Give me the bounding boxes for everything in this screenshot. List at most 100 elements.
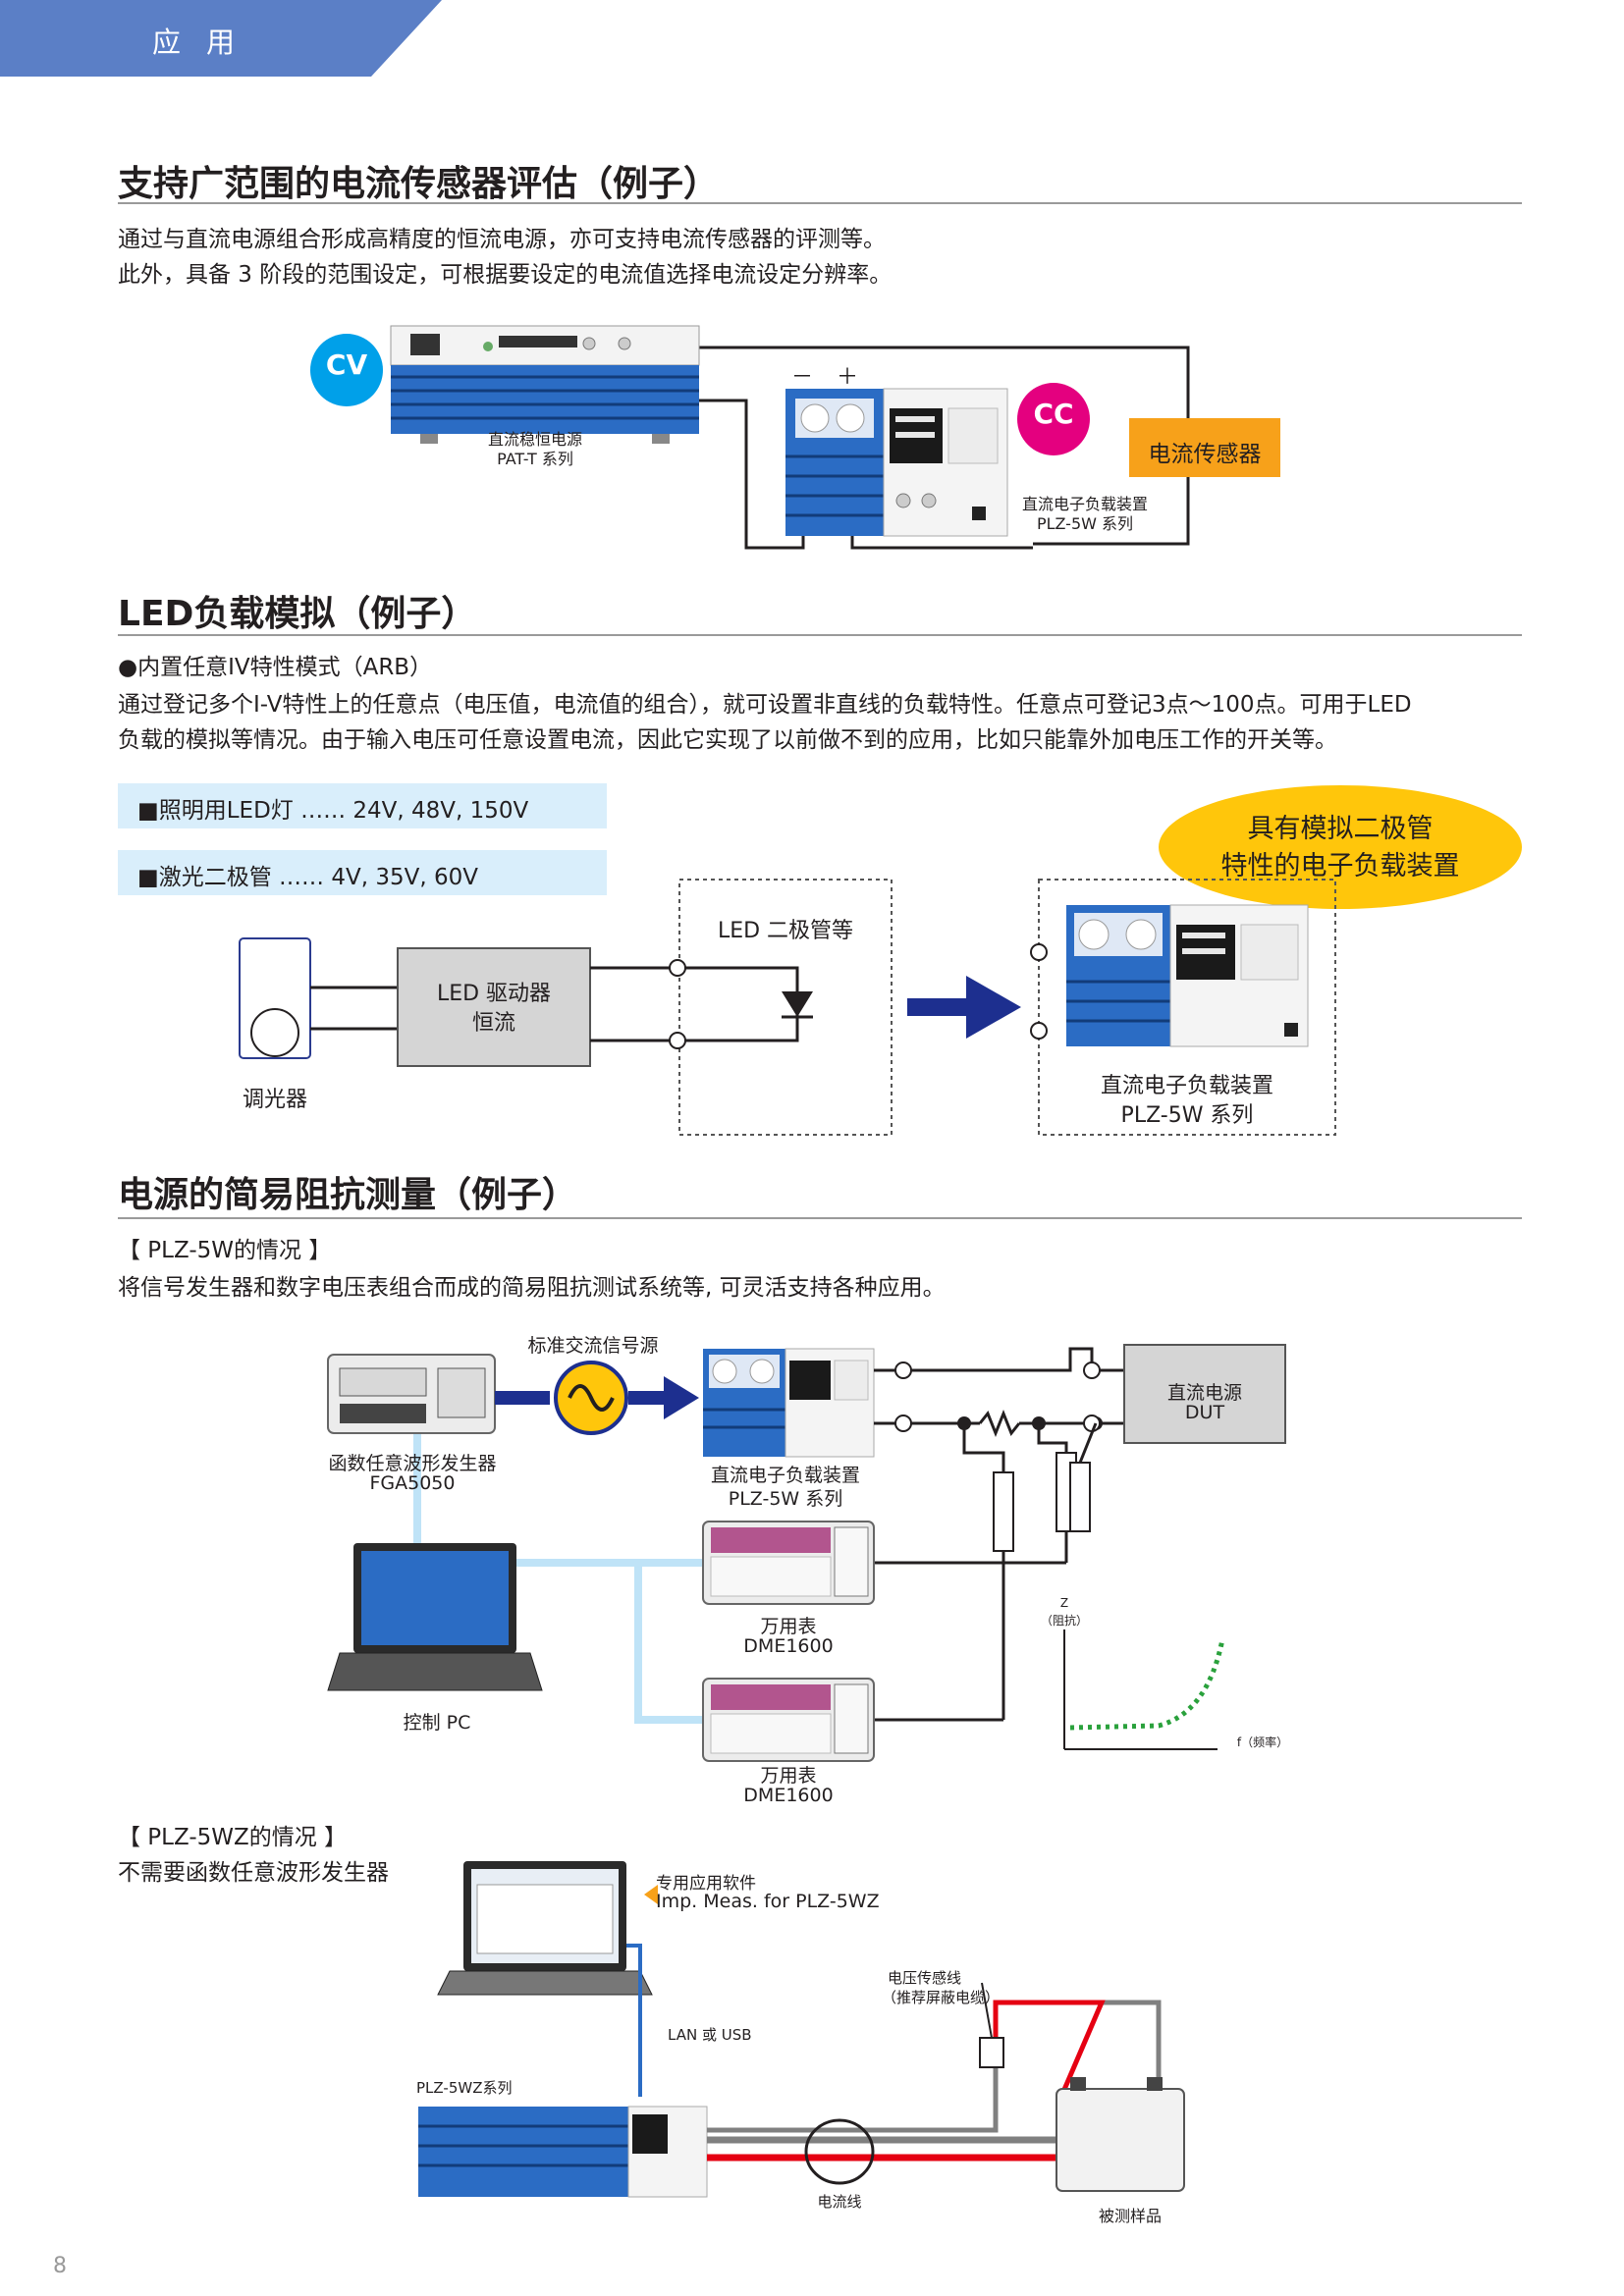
section2-rule [118, 634, 1522, 636]
plz-5w-name-3: 直流电子负载装置 [710, 1465, 860, 1486]
software-name: Imp. Meas. for PLZ-5WZ [656, 1891, 880, 1912]
page-number: 8 [53, 2254, 67, 2278]
plz-5w-image-3 [703, 1348, 875, 1458]
laser-diode-tag-text: ■激光二极管 …… 4V, 35V, 60V [137, 865, 478, 890]
led-driver-label1: LED 驱动器 [436, 982, 552, 1006]
current-sensor-label: 电流传感器 [1148, 442, 1262, 467]
led-driver-label2: 恒流 [471, 1011, 515, 1036]
dmm1-name: 万用表 [760, 1616, 817, 1637]
impedance-curve [1069, 1638, 1225, 1731]
led-lamp-tag [118, 783, 607, 828]
sense-line-label2: （推荐屏蔽电缆） [882, 1989, 1001, 2006]
sample-label: 被测样品 [1098, 2207, 1162, 2225]
dimmer-knob [250, 1008, 299, 1057]
plz-5w-model-2: PLZ-5W 系列 [1120, 1103, 1254, 1128]
control-pc-image [327, 1543, 543, 1691]
plz-5w-image [785, 388, 1008, 537]
probe-resistor-3 [1069, 1462, 1091, 1532]
plus-terminal-label: ＋ [837, 365, 859, 390]
section1-rule [118, 202, 1522, 204]
z-axis-label: Z [1059, 1596, 1069, 1610]
fga-model: FGA5050 [369, 1472, 456, 1494]
impedance-diagram [327, 1344, 1286, 1762]
section1-title: 支持广范围的电流传感器评估（例子） [118, 164, 720, 204]
led-dashed-box [678, 879, 893, 1136]
cv-label: CV [325, 348, 368, 381]
section3-title: 电源的简易阻抗测量（例子） [118, 1175, 578, 1215]
dme1600-image-1 [702, 1521, 875, 1605]
dut-box [1123, 1344, 1286, 1444]
arrow-shaft [907, 998, 966, 1016]
pat-t-name: 直流稳恒电源 [487, 430, 582, 449]
wire-bottom [699, 399, 805, 550]
section-tab: 应用 [0, 0, 442, 77]
sense-line-label1: 电压传感线 [888, 1969, 962, 1987]
plz-5w-name-2: 直流电子负载装置 [1100, 1074, 1273, 1098]
wire-load [850, 534, 1033, 550]
pat-t-model: PAT-T 系列 [497, 450, 573, 468]
led-driver-box [397, 947, 591, 1067]
minus-terminal-label: － [791, 365, 814, 390]
cc-badge [1017, 383, 1090, 455]
resistor-symbol [978, 1409, 1021, 1438]
z-axis-unit: （阻抗） [1040, 1614, 1088, 1628]
lan-cable [626, 1944, 642, 2097]
section3-rule [118, 1217, 1522, 1219]
lan-usb-label: LAN 或 USB [668, 2026, 752, 2044]
f-axis-label: f（频率） [1236, 1735, 1289, 1749]
dmm1-model: DME1600 [743, 1635, 834, 1657]
led-lamp-tag-text: ■照明用LED灯 …… 24V, 48V, 150V [137, 798, 529, 824]
section1-para2: 此外，具备 3 阶段的范围设定，可根据要设定的电流值选择电流设定分辨率。 [118, 262, 893, 288]
plz-5wz-label: PLZ-5WZ系列 [416, 2079, 513, 2097]
software-label: 专用应用软件 [656, 1874, 756, 1894]
laser-diode-tag [118, 850, 607, 895]
plz-5w-name: 直流电子负载装置 [1021, 495, 1148, 513]
impedance-plot [1063, 1629, 1225, 1750]
control-pc-label: 控制 PC [403, 1712, 471, 1734]
case2-desc: 不需要函数任意波形发生器 [118, 1860, 389, 1886]
plz-5w-model: PLZ-5W 系列 [1036, 514, 1134, 533]
current-sensor-box [1129, 418, 1280, 477]
bubble-line1: 具有模拟二极管 [1247, 814, 1434, 844]
dut-label1: 直流电源 [1166, 1382, 1242, 1404]
current-sensor-diagram [390, 325, 1190, 550]
diode-symbol [782, 991, 813, 1017]
case2-heading: 【 PLZ-5WZ的情况 】 [118, 1825, 348, 1850]
section3-para1: 将信号发生器和数字电压表组合而成的简易阻抗测试系统等, 可灵活支持各种应用。 [118, 1275, 946, 1301]
dimmer-label: 调光器 [242, 1088, 307, 1112]
bubble-line2: 特性的电子负载装置 [1220, 851, 1460, 881]
cv-badge [310, 334, 383, 406]
fga-name: 函数任意波形发生器 [328, 1453, 497, 1474]
software-laptop-image [437, 1861, 653, 1996]
arrow-head [966, 976, 1021, 1039]
software-pointer [644, 1885, 658, 1904]
plz-5w-image-2 [1066, 904, 1309, 1047]
probe-resistor-1 [993, 1471, 1014, 1552]
sense-connector [979, 2037, 1004, 2068]
led-simulation-diagram [239, 879, 1336, 1136]
plz-5wz-image [418, 2106, 708, 2198]
cc-label: CC [1033, 398, 1074, 430]
section2-title: LED负载模拟（例子） [118, 594, 477, 634]
dmm2-name: 万用表 [760, 1765, 817, 1787]
section-tab-label: 应用 [152, 26, 261, 59]
plz-dashed-box [1038, 879, 1336, 1136]
dut-label2: DUT [1184, 1402, 1225, 1423]
battery-sample-image [1056, 2077, 1185, 2192]
plz-5w-model-3: PLZ-5W 系列 [728, 1488, 843, 1510]
section1-para1: 通过与直流电源组合形成高精度的恒流电源，亦可支持电流传感器的评测等。 [118, 227, 886, 252]
fga5050-image [327, 1354, 496, 1434]
section2-para2: 负载的模拟等情况。由于输入电压可任意设置电流，因此它实现了以前做不到的应用，比如… [118, 727, 1337, 753]
section2-bullet: ●内置任意IV特性模式（ARB） [118, 655, 433, 680]
led-box-label: LED 二极管等 [717, 919, 854, 943]
pat-t-supply-image [390, 325, 700, 444]
diode-load-bubble [1159, 785, 1522, 909]
current-probe [804, 2118, 875, 2185]
plz-5wz-diagram [418, 1861, 1185, 2198]
section2-para1: 通过登记多个I-V特性上的任意点（电压值，电流值的组合），就可设置非直线的负载特… [118, 692, 1412, 718]
current-line-label: 电流线 [817, 2193, 862, 2211]
case1-heading: 【 PLZ-5W的情况 】 [118, 1238, 332, 1263]
signal-source-label: 标准交流信号源 [527, 1335, 659, 1357]
dmm2-model: DME1600 [743, 1785, 834, 1806]
dme1600-image-2 [702, 1678, 875, 1762]
